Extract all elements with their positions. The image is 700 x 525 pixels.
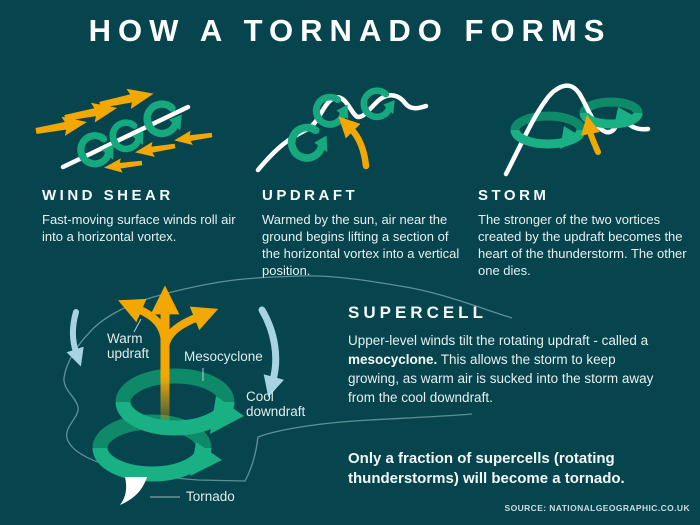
tornado-note: Only a fraction of supercells (rotating … xyxy=(348,450,625,487)
stage-wind-shear: WIND SHEAR Fast-moving surface winds rol… xyxy=(42,187,242,245)
wind-shear-illustration xyxy=(34,84,214,175)
storm-vortex-ring xyxy=(510,111,586,131)
mesocyclone-ring xyxy=(115,368,235,403)
label-cool-downdraft: downdraft xyxy=(246,404,306,419)
stage-heading: WIND SHEAR xyxy=(42,187,174,204)
label-mesocyclone: Mesocyclone xyxy=(184,349,263,364)
cool-downdraft-arrow-icon xyxy=(258,306,284,398)
updraft-arrow-icon xyxy=(581,114,601,155)
page-title: HOW A TORNADO FORMS xyxy=(88,13,612,48)
supercell-heading: SUPERCELL xyxy=(348,303,487,322)
tornado-funnel xyxy=(120,477,147,505)
updraft-illustration xyxy=(255,84,429,173)
wind-arrow-icon xyxy=(173,127,214,148)
updraft-arrow-icon xyxy=(338,116,370,170)
label-tornado: Tornado xyxy=(186,489,235,504)
ring-arrowhead-icon xyxy=(210,396,244,434)
stage-body: Warmed by the sun, air near the ground b… xyxy=(262,212,460,279)
label-cool-downdraft: Cool xyxy=(246,389,274,404)
label-tick xyxy=(133,318,142,333)
vortex-axis-line xyxy=(255,93,429,173)
vortex-spiral-icon xyxy=(312,90,354,130)
stage-body: The stronger of the two vortices created… xyxy=(478,212,687,279)
stage-heading: UPDRAFT xyxy=(262,187,359,204)
ring-arrowhead-icon xyxy=(190,442,222,476)
ring-arrowhead-icon xyxy=(614,107,636,127)
vortex-spiral-icon xyxy=(360,86,398,122)
supercell-section: SUPERCELL Upper-level winds tilt the rot… xyxy=(348,303,660,408)
mesocyclone-ring xyxy=(92,447,212,482)
supercell-body-text: This allows the storm to keep growing, a… xyxy=(348,351,654,405)
stage-heading: STORM xyxy=(478,187,550,204)
label-warm-updraft: Warm xyxy=(107,331,143,346)
mesocyclone-ring xyxy=(115,401,235,436)
supercell-body: Upper-level winds tilt the rotating updr… xyxy=(348,332,660,408)
ring-arrowhead-icon xyxy=(560,126,583,149)
source-credit: SOURCE: NATIONALGEOGRAPHIC.CO.UK xyxy=(504,503,690,513)
cool-downdraft-arrow-icon xyxy=(66,309,84,367)
stage-updraft: UPDRAFT Warmed by the sun, air near the … xyxy=(262,187,470,280)
storm-illustration xyxy=(503,83,651,177)
storm-cloud-outline xyxy=(63,275,513,482)
supercell-body-bold: mesocyclone. xyxy=(348,351,438,367)
supercell-body-text: Upper-level winds tilt the rotating updr… xyxy=(348,333,649,348)
label-warm-updraft: updraft xyxy=(107,346,149,361)
stage-body: Fast-moving surface winds roll air into … xyxy=(42,212,236,245)
warm-updraft-arrow-icon xyxy=(161,306,219,354)
stage-storm: STORM The stronger of the two vortices c… xyxy=(478,187,692,280)
storm-vortex-ring xyxy=(579,97,643,114)
supercell-diagram: Warm updraft Mesocyclone Cool downdraft … xyxy=(63,275,513,505)
